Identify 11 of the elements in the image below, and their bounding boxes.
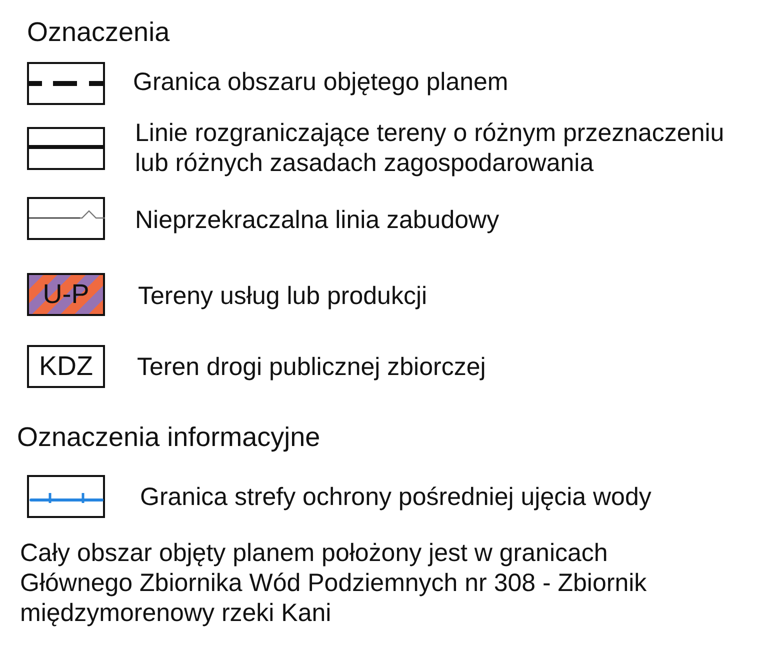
legend-label: Granica strefy ochrony pośredniej ujęcia wody	[140, 482, 652, 512]
legend-label: Teren drogi publicznej zbiorczej	[137, 352, 486, 382]
note-text: Cały obszar objęty planem położony jest w granicach Głównego Zbiornika Wód Podziemnych nr 308 - Zbiornik międzymorenowy rzeki Kani	[20, 538, 648, 628]
zoning-code-symbol: U-P	[27, 273, 105, 316]
legend-label: Tereny usług lub produkcji	[138, 281, 428, 311]
legend-title: Oznaczenia	[27, 16, 170, 48]
legend-label: Linie rozgraniczające tereny o różnym przeznaczeniu lub różnych zasadach zagospodarowania	[135, 118, 726, 178]
road-code-symbol: KDZ	[27, 345, 105, 388]
section-heading: Oznaczenia informacyjne	[17, 421, 320, 453]
legend-label: Granica obszaru objętego planem	[133, 67, 508, 97]
legend-label: Nieprzekraczalna linia zabudowy	[135, 205, 500, 235]
